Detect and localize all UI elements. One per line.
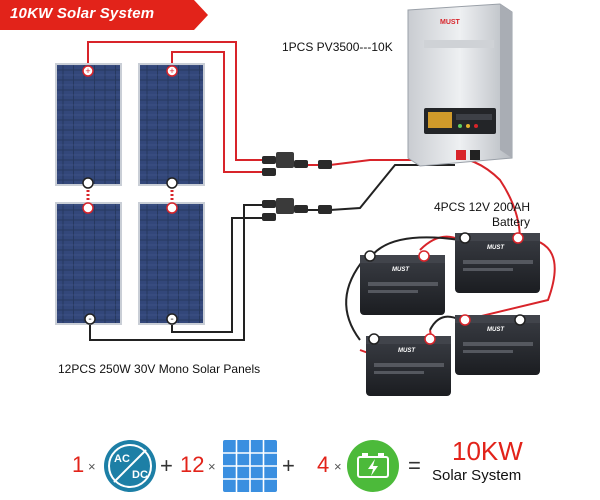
result-title: 10KW [452,436,523,466]
battery-quantity: 4 [317,452,330,477]
times-sign: × [88,459,96,474]
svg-text:MUST: MUST [398,348,416,354]
solar-panel [138,202,205,325]
svg-text:+: + [169,66,174,76]
battery-bank: MUST MUST MUST [360,232,540,396]
svg-text:-: - [170,314,173,325]
battery-label-line2: Battery [491,215,530,229]
plus-sign: + [282,453,295,478]
inverter-icon: AC DC [104,440,156,492]
times-sign: × [208,459,216,474]
inverter-quantity: 1 [72,452,85,477]
svg-text:+: + [85,66,90,76]
panels-label: 12PCS 250W 30V Mono Solar Panels [58,362,261,376]
battery: MUST [455,314,540,375]
inverter-label: 1PCS PV3500---10K [282,40,393,54]
solar-panel [55,63,122,186]
svg-text:MUST: MUST [487,245,505,251]
panel-quantity: 12 [180,452,205,477]
times-sign: × [334,459,342,474]
svg-text:-: - [88,314,91,325]
title-banner: 10KW Solar System [0,0,210,30]
result-subtitle: Solar System [432,467,522,484]
svg-text:MUST: MUST [487,327,505,333]
banner-title: 10KW Solar System [10,5,155,22]
battery-label: 4PCS 12V 200AH Battery [410,200,530,230]
plus-sign: + [160,453,173,478]
solar-panel [138,63,205,186]
solar-panel [55,202,122,325]
equals-sign: = [408,453,421,478]
battery-label-line1: 4PCS 12V 200AH [433,200,530,214]
inverter: MUST [407,3,513,167]
battery: MUST [455,232,540,293]
panel-terminals: + + - - [82,65,178,325]
battery-icon [347,440,399,492]
inverter-brand-text: MUST [440,19,461,26]
mc4-connectors [262,152,332,221]
svg-text:MUST: MUST [392,267,410,273]
solar-panel-array: + + - - [55,63,205,325]
inverter-icon-ac-text: AC [114,453,130,465]
battery: MUST [366,333,451,396]
inverter-icon-dc-text: DC [132,469,148,481]
battery: MUST [360,250,445,315]
solar-panel-icon [223,440,277,492]
